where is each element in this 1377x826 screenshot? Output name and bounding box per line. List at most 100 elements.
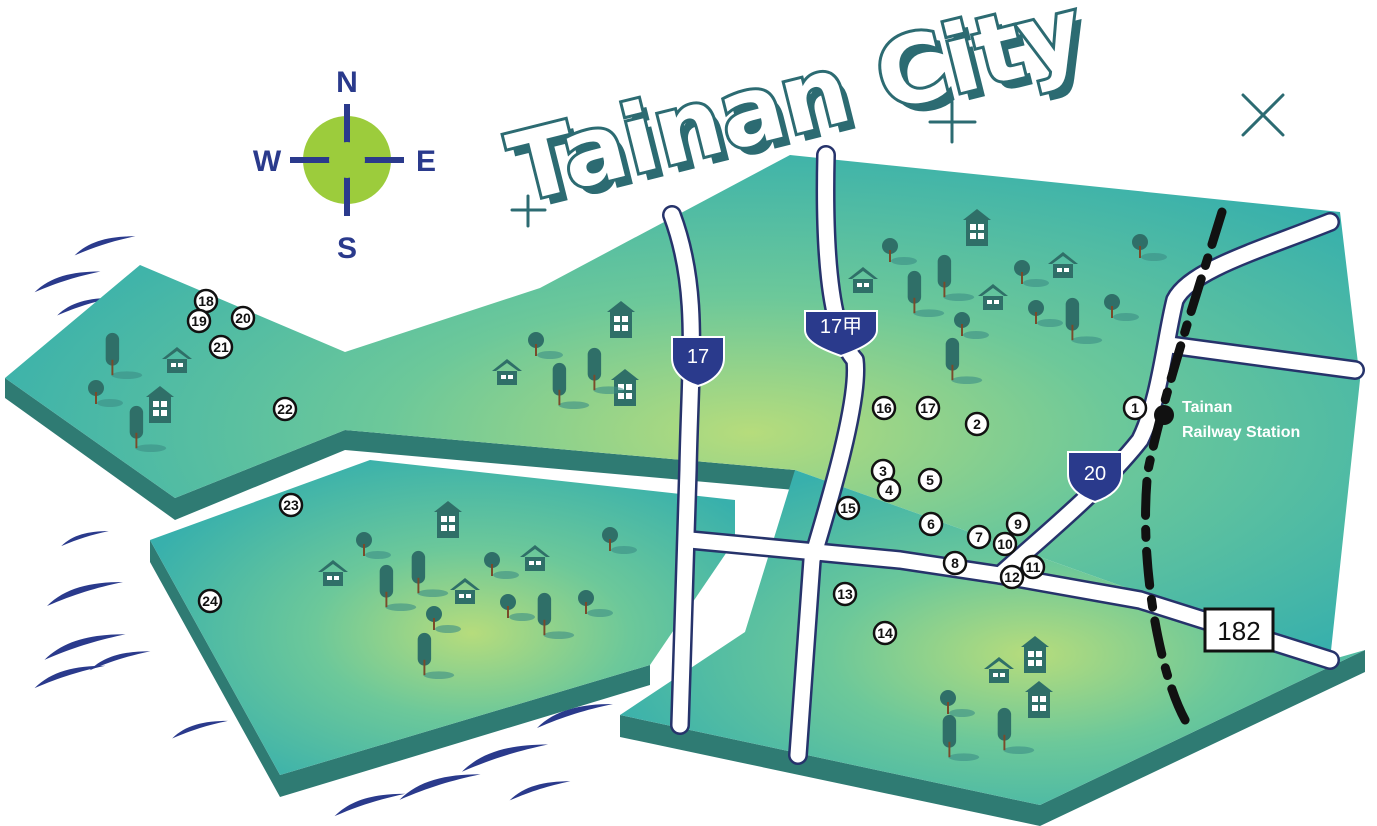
wave-13	[334, 793, 406, 817]
station-label-line2: Railway Station	[1182, 424, 1300, 441]
land-edge-southeast	[620, 650, 1365, 826]
marker-circle	[942, 550, 968, 576]
wave-1	[74, 236, 136, 256]
marker-16[interactable]: 16	[871, 395, 897, 421]
marker-7[interactable]: 7	[966, 524, 992, 550]
route-17a-shield[interactable]: 17甲	[804, 310, 878, 358]
wave-9	[172, 720, 228, 739]
route-17-shield[interactable]: 17	[671, 336, 725, 388]
compass-north-label: N	[336, 66, 358, 99]
road-20	[992, 214, 1338, 583]
marker-circle	[272, 396, 298, 422]
marker-18[interactable]: 18	[193, 288, 219, 314]
wave-12	[399, 774, 481, 800]
sparkle-icon	[1241, 93, 1285, 137]
compass-east-label: E	[416, 145, 436, 178]
route-182-sign[interactable]: 182	[1203, 607, 1275, 653]
marker-circle	[835, 495, 861, 521]
marker-circle	[278, 492, 304, 518]
wave-14	[509, 781, 571, 801]
marker-label: 13	[837, 586, 853, 602]
route-182-box	[1203, 607, 1275, 653]
route-20-shield[interactable]: 20	[1067, 451, 1123, 504]
wave-2	[34, 271, 101, 293]
compass-south-label: S	[337, 232, 357, 265]
marker-label: 4	[885, 482, 893, 498]
marker-6[interactable]: 6	[918, 511, 944, 537]
marker-21[interactable]: 21	[208, 334, 234, 360]
marker-15[interactable]: 15	[835, 495, 861, 521]
route-182-label: 182	[1217, 616, 1260, 646]
marker-label: 14	[877, 625, 893, 641]
marker-label: 21	[213, 339, 229, 355]
land-southwest	[150, 460, 735, 775]
railway-line	[1141, 207, 1227, 730]
marker-circle	[964, 411, 990, 437]
marker-label: 22	[277, 401, 293, 417]
marker-label: 19	[191, 313, 207, 329]
marker-9[interactable]: 9	[1005, 511, 1031, 537]
marker-circle	[208, 334, 234, 360]
marker-label: 6	[927, 516, 935, 532]
marker-circle	[917, 467, 943, 493]
marker-circle	[966, 524, 992, 550]
marker-label: 18	[198, 293, 214, 309]
marker-label: 7	[975, 529, 983, 545]
marker-label: 20	[235, 310, 251, 326]
road-east	[1162, 337, 1363, 378]
wave-5	[47, 582, 123, 606]
marker-11[interactable]: 11	[1020, 554, 1046, 580]
marker-2[interactable]: 2	[964, 411, 990, 437]
marker-24[interactable]: 24	[197, 588, 223, 614]
marker-circle	[1020, 554, 1046, 580]
marker-1[interactable]: 1	[1122, 395, 1148, 421]
station-label-line1: Tainan	[1182, 399, 1232, 416]
marker-10[interactable]: 10	[992, 531, 1018, 557]
marker-circle	[1005, 511, 1031, 537]
marker-circle	[832, 581, 858, 607]
wave-6	[44, 634, 126, 660]
wave-11	[461, 744, 549, 772]
marker-19[interactable]: 19	[186, 308, 212, 334]
marker-label: 9	[1014, 516, 1022, 532]
marker-8[interactable]: 8	[942, 550, 968, 576]
marker-label: 5	[926, 472, 934, 488]
marker-label: 15	[840, 500, 856, 516]
marker-circle	[197, 588, 223, 614]
marker-13[interactable]: 13	[832, 581, 858, 607]
route-17-label: 17	[687, 346, 709, 368]
marker-label: 8	[951, 555, 959, 571]
marker-label: 10	[997, 536, 1013, 552]
sparkle-icon	[928, 100, 977, 144]
marker-circle	[871, 395, 897, 421]
compass-center	[329, 142, 365, 178]
marker-label: 3	[879, 463, 887, 479]
marker-12[interactable]: 12	[999, 564, 1025, 590]
marker-label: 2	[973, 416, 981, 432]
station-dot-icon	[1154, 405, 1174, 425]
marker-label: 17	[920, 400, 936, 416]
route-shields: 17 17甲 20 182	[671, 310, 1275, 653]
marker-22[interactable]: 22	[272, 396, 298, 422]
marker-circle	[186, 308, 212, 334]
wave-4	[61, 531, 109, 547]
marker-17[interactable]: 17	[915, 395, 941, 421]
marker-5[interactable]: 5	[917, 467, 943, 493]
marker-20[interactable]: 20	[230, 305, 256, 331]
wave-8	[34, 665, 106, 689]
marker-14[interactable]: 14	[872, 620, 898, 646]
sparkles	[510, 93, 1285, 228]
land-edge-southwest	[150, 540, 650, 797]
tainan-railway-station[interactable]: Tainan Railway Station	[1154, 399, 1300, 441]
marker-4[interactable]: 4	[876, 477, 902, 503]
marker-label: 16	[876, 400, 892, 416]
marker-circle	[876, 477, 902, 503]
marker-circle	[918, 511, 944, 537]
marker-label: 11	[1026, 559, 1041, 575]
marker-circle	[999, 564, 1025, 590]
compass-west-label: W	[253, 145, 282, 178]
marker-circle	[872, 620, 898, 646]
marker-23[interactable]: 23	[278, 492, 304, 518]
route-20-label: 20	[1084, 463, 1106, 485]
